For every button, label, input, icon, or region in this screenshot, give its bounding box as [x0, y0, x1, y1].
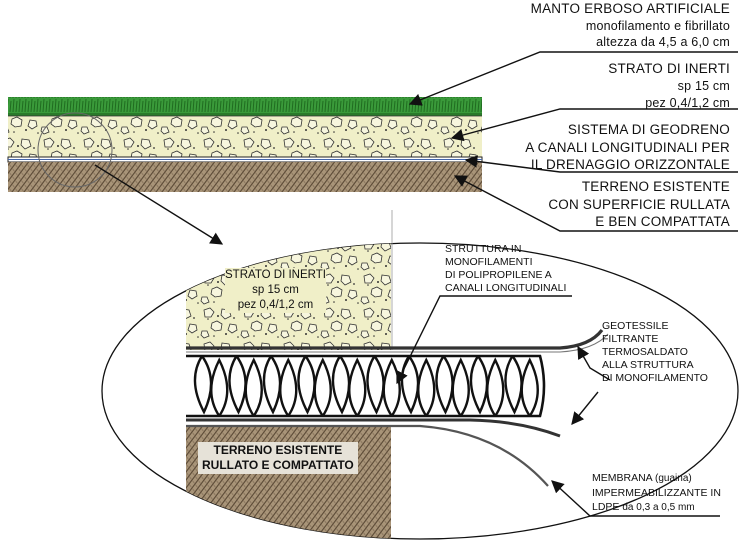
soil-layer	[8, 162, 482, 192]
drainage-core	[186, 354, 546, 418]
label-strato-detail-1: STRATO DI INERTI	[225, 268, 326, 283]
label-membrana-1: MEMBRANA (guaina)	[592, 471, 721, 486]
core-cell	[313, 357, 332, 417]
label-terreno-1: TERRENO ESISTENTE	[581, 179, 730, 194]
label-geodreno: SISTEMA DI GEODRENO A CANALI LONGITUDINA…	[525, 121, 730, 174]
core-cell	[228, 355, 247, 415]
label-manto: MANTO ERBOSO ARTIFICIALE monofilamento e…	[531, 0, 730, 51]
label-membrana-3b: da 0,3 a 0,5 mm	[622, 502, 695, 513]
leader-manto	[408, 51, 738, 106]
leader-membrana	[551, 480, 720, 517]
detail-arrow	[94, 164, 224, 245]
leader-terreno	[453, 175, 738, 232]
label-geotessile-1: GEOTESSILE	[602, 320, 669, 332]
leader-geo-bottom	[571, 391, 599, 425]
label-strato-2: sp 15 cm	[677, 78, 730, 93]
label-membrana-2: IMPERMEABILIZZANTE IN	[592, 487, 721, 499]
label-terreno-detail-2: RULLATO E COMPATTATO	[202, 458, 354, 472]
label-geodreno-3: IL DRENAGGIO ORIZZONTALE	[530, 157, 730, 172]
label-terreno-2: CON SUPERFICIE RULLATA	[548, 196, 730, 212]
label-strato-3: pez 0,4/1,2 cm	[645, 96, 730, 110]
label-terreno-3: E BEN COMPATTATA	[595, 214, 730, 229]
core-cell	[279, 357, 298, 417]
label-terreno-top: TERRENO ESISTENTE CON SUPERFICIE RULLATA…	[548, 178, 730, 231]
core-cell	[348, 357, 367, 417]
leader-geodreno	[464, 155, 738, 173]
label-strato-detail-3: pez 0,4/1,2 cm	[225, 298, 326, 313]
core-cell	[382, 357, 401, 417]
core-cell	[210, 357, 229, 417]
core-cell	[504, 355, 523, 415]
label-struttura-1: STRUTTURA IN	[445, 243, 522, 255]
label-membrana-1a: MEMBRANA	[592, 472, 656, 484]
top-cross-section	[7, 97, 483, 192]
label-membrana: MEMBRANA (guaina) IMPERMEABILIZZANTE IN …	[592, 471, 721, 515]
label-manto-2: monofilamento e fibrillato	[585, 18, 730, 33]
label-strato-detail-2: sp 15 cm	[225, 283, 326, 298]
label-strato-1: STRATO DI INERTI	[608, 61, 730, 76]
label-struttura: STRUTTURA IN MONOFILAMENTI DI POLIPROPIL…	[445, 243, 566, 295]
leader-geo-top	[577, 345, 611, 381]
label-membrana-1b: (guaina)	[655, 473, 692, 484]
core-cell	[193, 355, 213, 415]
core-cell	[451, 357, 470, 417]
label-terreno-detail: TERRENO ESISTENTE RULLATO E COMPATTATO	[198, 442, 358, 474]
label-strato-detail: STRATO DI INERTI sp 15 cm pez 0,4/1,2 cm	[225, 268, 326, 313]
inerti-layer	[8, 116, 482, 157]
core-cell	[244, 357, 263, 417]
label-geotessile-4: ALLA STRUTTURA	[602, 359, 694, 371]
label-membrana-3: LDPE da 0,3 a 0,5 mm	[592, 500, 721, 515]
core-cell	[331, 355, 351, 415]
core-cell	[486, 357, 505, 417]
core-cell	[366, 355, 385, 415]
core-cell	[297, 355, 316, 415]
label-manto-1: MANTO ERBOSO ARTIFICIALE	[530, 1, 730, 16]
label-struttura-2: MONOFILAMENTI	[445, 256, 533, 268]
label-manto-3: altezza da 4,5 a 6,0 cm	[596, 35, 730, 49]
label-struttura-3: DI POLIPROPILENE A	[445, 269, 552, 281]
leader-struttura	[396, 295, 572, 385]
magnify-circle	[37, 112, 113, 188]
label-geodreno-1: SISTEMA DI GEODRENO	[567, 122, 730, 137]
core-cell	[520, 357, 539, 417]
label-struttura-4: CANALI LONGITUDINALI	[445, 282, 567, 294]
label-geotessile-5: DI MONOFILAMENTO	[602, 372, 708, 384]
core-cell	[417, 357, 436, 417]
core-cell	[435, 355, 454, 415]
label-geotessile-3: TERMOSALDATO	[602, 346, 688, 358]
core-cell	[262, 355, 282, 415]
label-geodreno-2: A CANALI LONGITUDINALI PER	[525, 139, 730, 155]
core-cell	[469, 355, 489, 415]
label-geotessile: GEOTESSILE FILTRANTE TERMOSALDATO ALLA S…	[602, 320, 708, 385]
core-cells	[193, 355, 539, 417]
label-geotessile-2: FILTRANTE	[602, 333, 659, 345]
label-terreno-detail-1: TERRENO ESISTENTE	[213, 443, 343, 457]
label-membrana-3a: LDPE	[592, 501, 623, 513]
leader-strato	[450, 108, 738, 142]
grass-layer	[8, 97, 482, 116]
label-strato-top: STRATO DI INERTI sp 15 cm pez 0,4/1,2 cm	[608, 60, 730, 113]
